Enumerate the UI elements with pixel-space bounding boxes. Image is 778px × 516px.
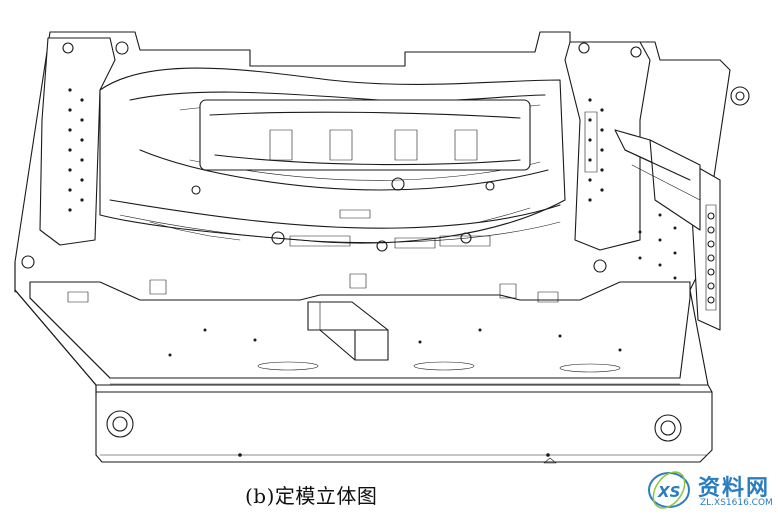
site-logo-icon: XS [648,471,690,509]
site-watermark: XS 资料网 ZL.XS1616.COM [644,466,774,514]
watermark-url: ZL.XS1616.COM [700,498,773,508]
cavity-insert [99,67,566,299]
right-side-wall [564,41,750,273]
logo-letters: XS [657,483,680,501]
sprue-block [307,301,389,361]
watermark-title: 资料网 [698,476,771,501]
figure-caption: (b)定模立体图 [245,484,378,508]
bottom-clamp-plate [95,384,713,464]
left-side-wall [21,37,129,269]
side-slide-assembly [614,129,721,331]
